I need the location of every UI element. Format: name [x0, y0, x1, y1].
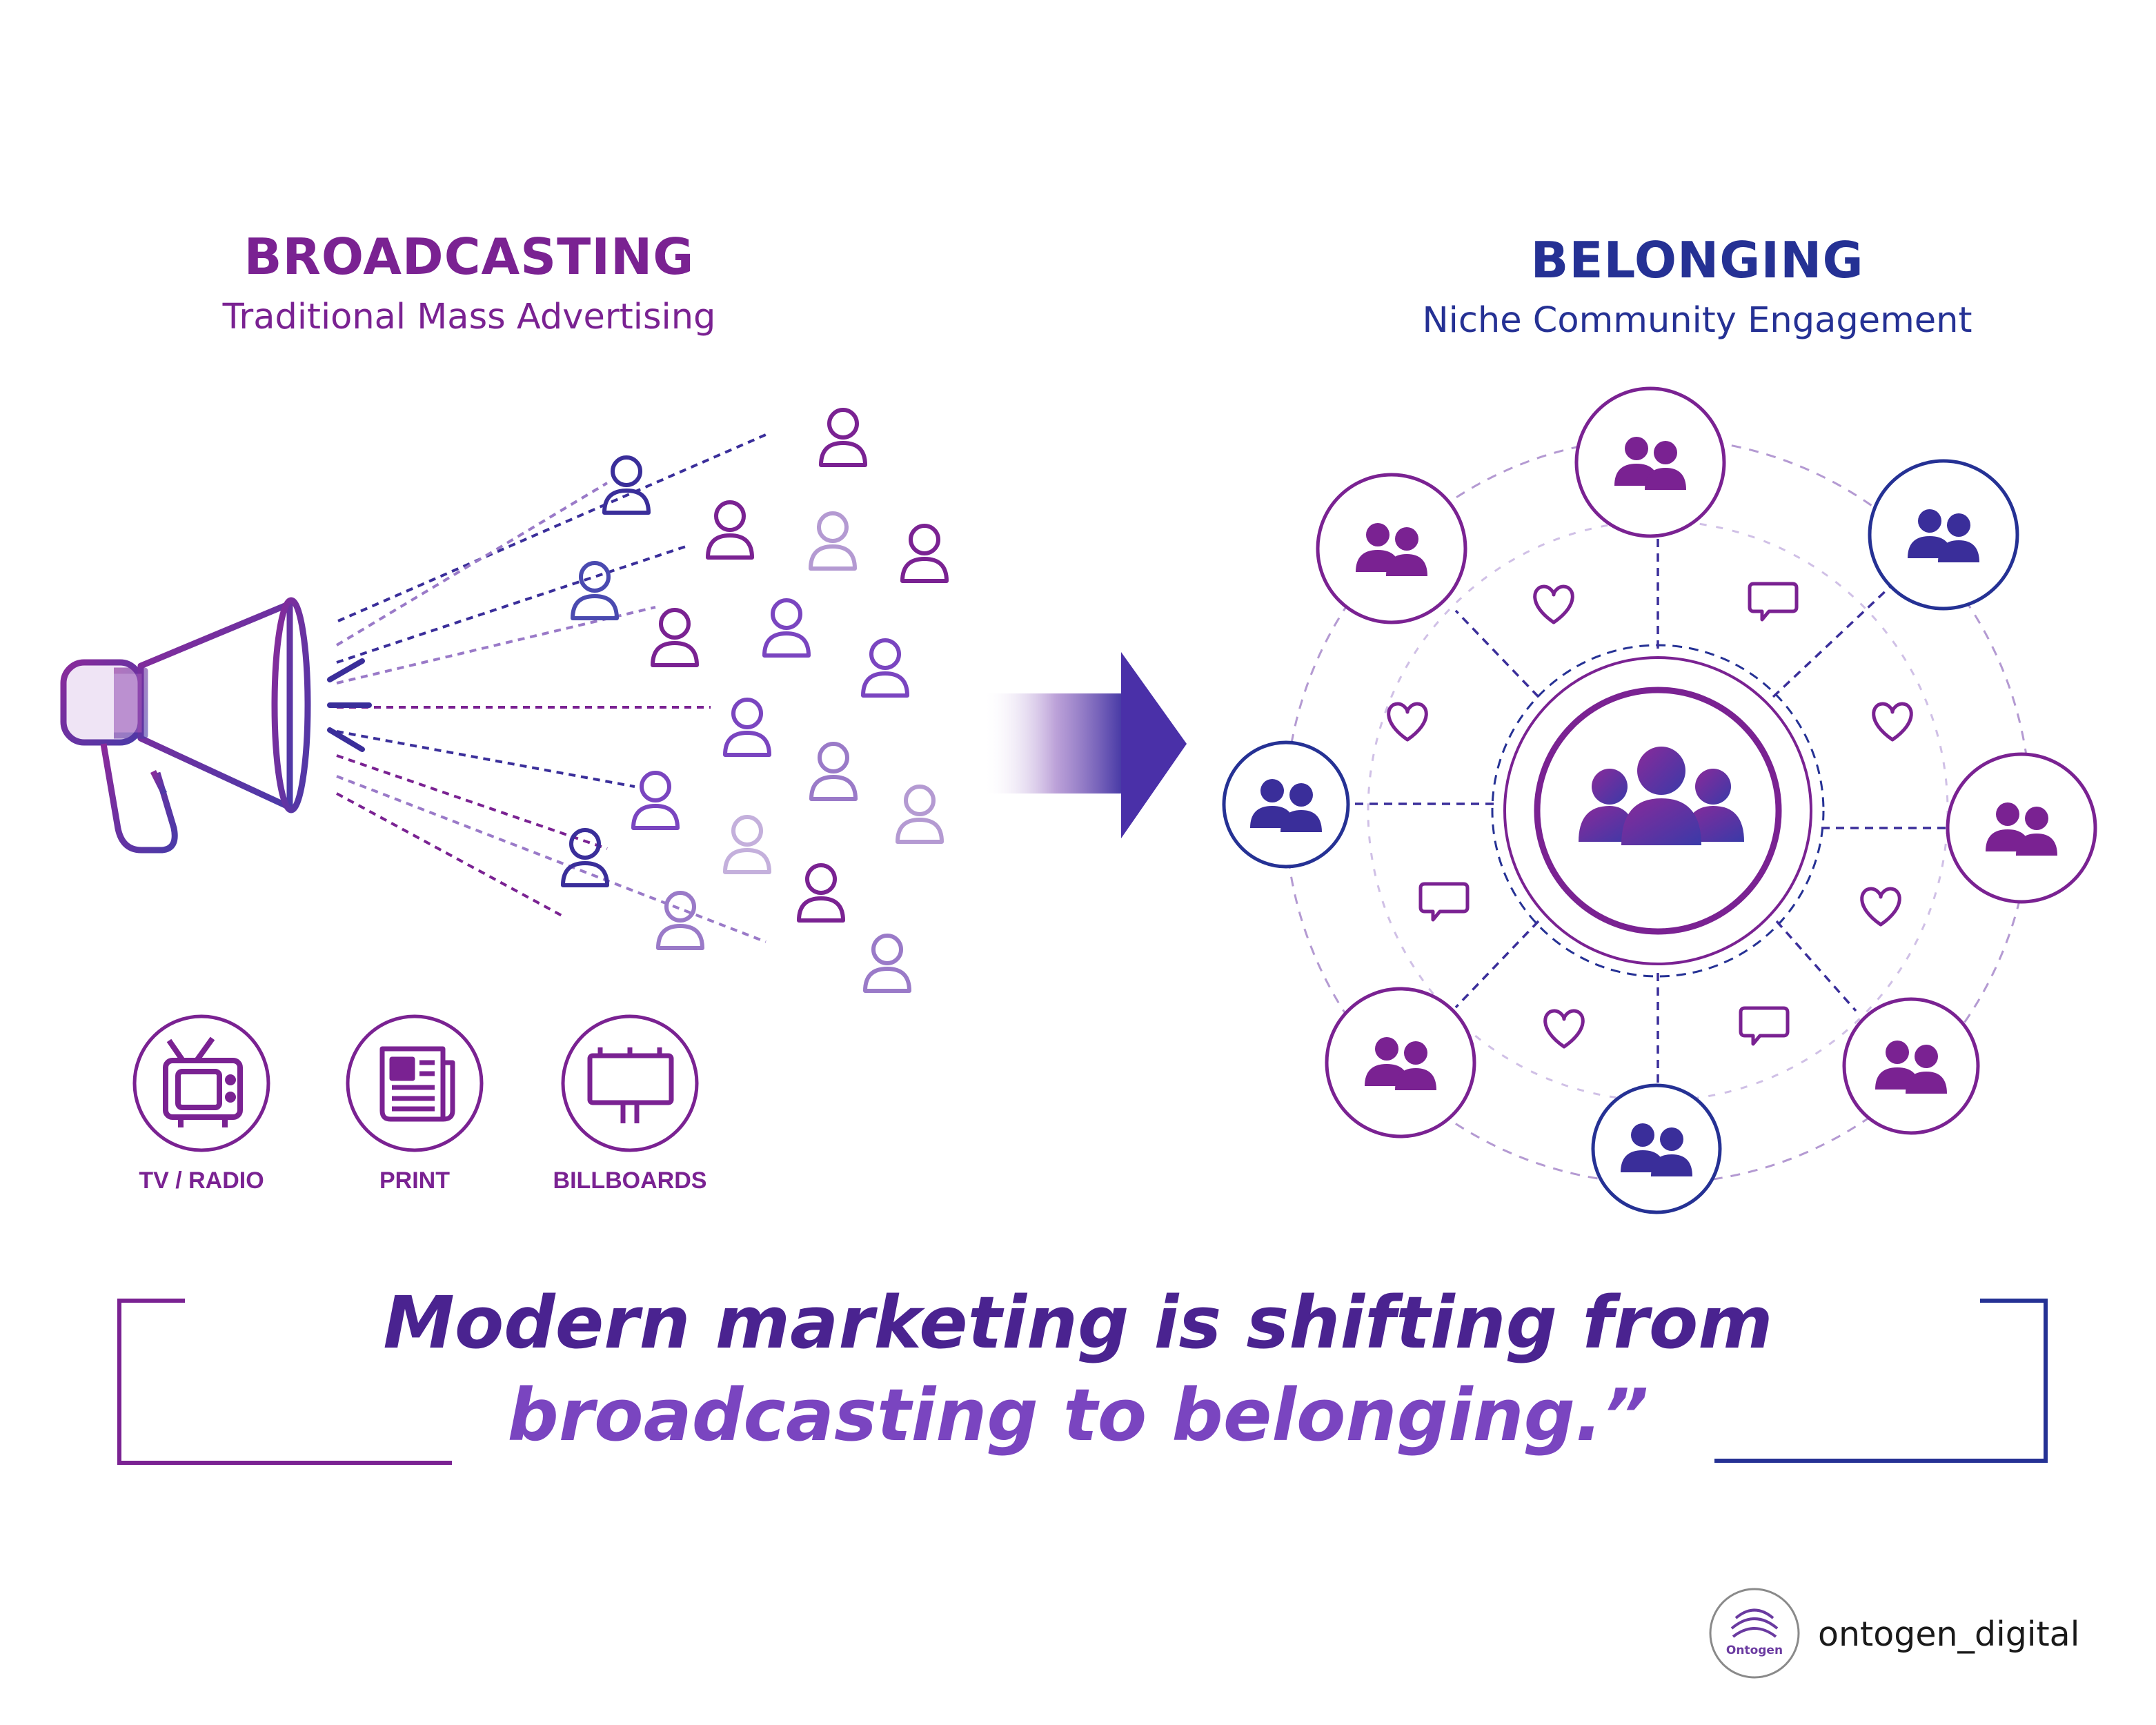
community-node [1868, 459, 2019, 611]
billboard-circle [561, 1014, 699, 1152]
quote-line-2: broadcasting to belonging.” [507, 1373, 1649, 1457]
central-community [1534, 687, 1782, 935]
left-bracket [117, 1299, 452, 1465]
community-node [1316, 473, 1467, 624]
audience [563, 410, 947, 991]
chat-bubble-icon [1750, 584, 1797, 620]
logo-text: Ontogen [1725, 1644, 1783, 1657]
newspaper-icon [379, 1046, 455, 1122]
person-icon [653, 610, 697, 665]
quote: Modern marketing is shifting from broadc… [228, 1276, 1928, 1461]
person-icon [563, 830, 607, 885]
print-circle [346, 1014, 484, 1152]
person-icon [708, 502, 752, 558]
person-icon [902, 526, 947, 581]
heart-icon [1535, 586, 1573, 622]
person-icon [725, 817, 769, 872]
chat-bubble-icon [1741, 1008, 1788, 1044]
person-icon [865, 936, 909, 991]
community-node [1591, 1083, 1722, 1214]
globe-icon [1730, 1608, 1779, 1638]
heart-icon [1545, 1011, 1583, 1047]
inner-ring [1503, 656, 1812, 965]
person-icon [811, 513, 855, 569]
right-bracket [1714, 1299, 2048, 1463]
heart-icon [1389, 704, 1427, 740]
person-icon [764, 600, 809, 656]
arrow-right-icon [983, 652, 1187, 838]
media-icons [132, 1014, 699, 1152]
community-node [1946, 752, 2097, 904]
community-node [1574, 386, 1726, 538]
heart-icon [1862, 889, 1900, 925]
community-nodes [1222, 386, 2097, 1214]
sound-marks [327, 658, 372, 752]
quote-line-1: Modern marketing is shifting from [383, 1281, 1773, 1365]
broadcast-rays [335, 433, 767, 943]
person-icon [633, 773, 678, 828]
quote-brackets [117, 1299, 2048, 1465]
media-label-print: PRINT [379, 1167, 450, 1194]
media-label-tv-radio: TV / RADIO [139, 1167, 264, 1194]
person-icon [898, 787, 942, 842]
broadcasting-title: BROADCASTING [244, 228, 695, 286]
tv-circle [132, 1014, 270, 1152]
person-icon [725, 700, 769, 755]
middle-orbit [1367, 520, 1949, 1102]
spokes [1349, 531, 1952, 1094]
community-node [1325, 987, 1476, 1138]
belonging-subtitle: Niche Community Engagement [1422, 300, 1972, 341]
brand-handle: ontogen_digital [1818, 1615, 2080, 1654]
broadcasting-header: BROADCASTING Traditional Mass Advertisin… [166, 228, 773, 337]
community-node [1842, 997, 1980, 1135]
broadcasting-subtitle: Traditional Mass Advertising [222, 297, 716, 337]
person-icon [811, 744, 856, 799]
community-node [1222, 740, 1350, 869]
person-icon [658, 893, 702, 948]
megaphone-icon [60, 597, 311, 854]
heart-icon [1874, 704, 1912, 740]
person-icon [863, 640, 907, 696]
belonging-header: BELONGING Niche Community Engagement [1380, 231, 2015, 341]
billboard-icon [587, 1047, 674, 1123]
belonging-title: BELONGING [1530, 231, 1864, 289]
media-label-billboards: BILLBOARDS [553, 1167, 707, 1194]
person-icon [821, 410, 865, 465]
person-icon [799, 865, 843, 920]
tv-icon [163, 1036, 243, 1127]
group-icon [1579, 747, 1744, 845]
person-icon [604, 457, 649, 513]
brand-logo [1709, 1588, 1800, 1679]
chat-bubble-icon [1421, 884, 1467, 920]
